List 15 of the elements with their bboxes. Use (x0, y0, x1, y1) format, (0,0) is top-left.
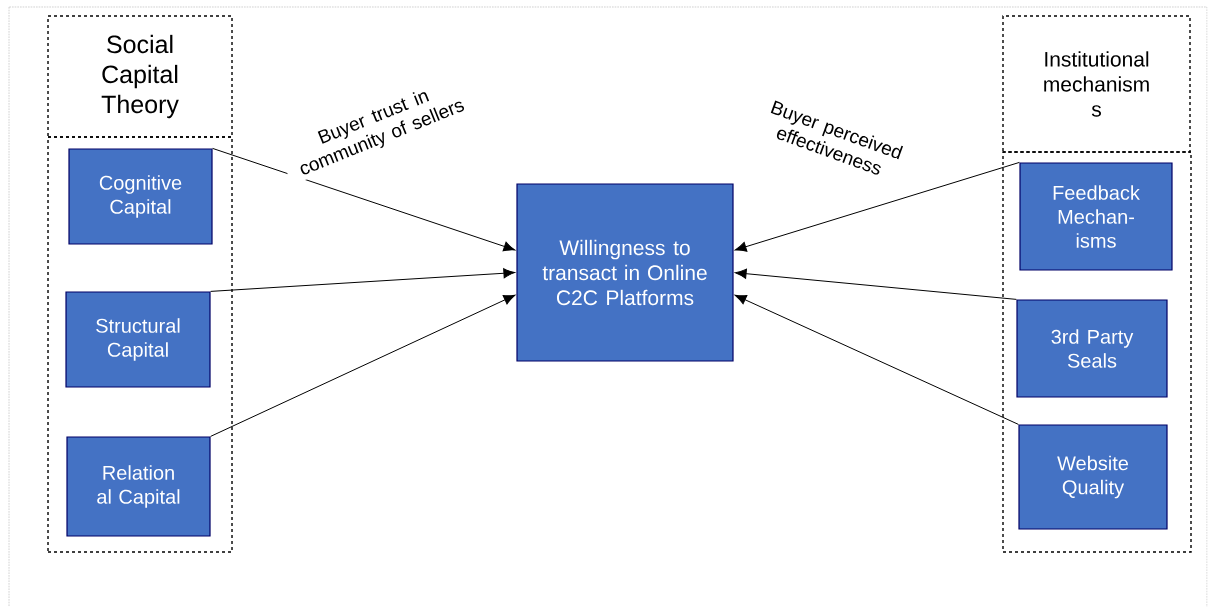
theory-header-box: Social Capital Theory (47, 15, 233, 138)
theory-header-box: Institutional mechanism s (1002, 15, 1191, 153)
group-box (47, 136, 233, 553)
arrow (734, 294, 1019, 425)
concept-box: Website Quality (1018, 424, 1168, 530)
group-box (1002, 151, 1192, 553)
arrow (210, 268, 516, 292)
concept-box: Cognitive Capital (68, 148, 213, 245)
arrow (210, 294, 516, 437)
concept-box: Willingness to transact in Online C2C Platforms (516, 183, 734, 362)
arrow (734, 268, 1017, 300)
concept-box: Relation al Capital (66, 436, 211, 537)
concept-box: 3rd Party Seals (1016, 299, 1168, 398)
concept-box: Feedback Mechan- isms (1019, 162, 1173, 271)
concept-box: Structural Capital (65, 291, 211, 388)
